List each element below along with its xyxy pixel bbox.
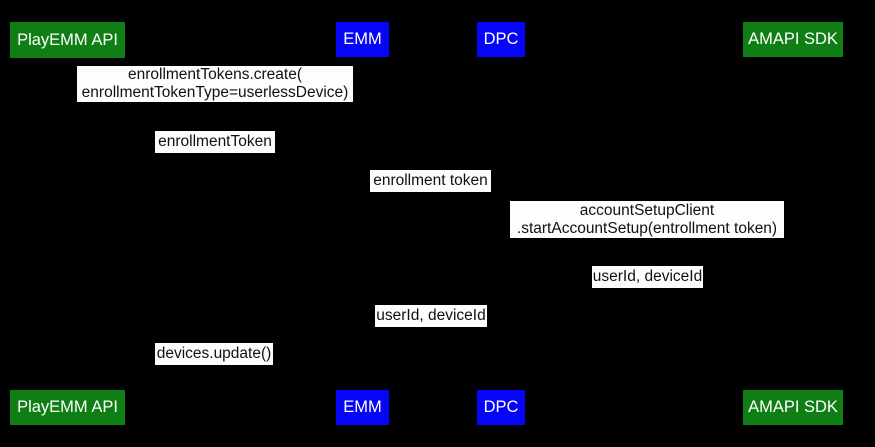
message-enrollment-tokens-create: enrollmentTokens.create( enrollmentToken… <box>77 66 353 102</box>
message-line: enrollmentToken <box>158 133 272 150</box>
message-start-account-setup: accountSetupClient .startAccountSetup(en… <box>510 201 784 238</box>
message-line: enrollmentTokens.create( <box>127 66 303 83</box>
message-enrollment-token-to-dpc: enrollment token <box>370 170 491 192</box>
actor-playemm-api-top: PlayEMM API <box>10 22 125 58</box>
actor-emm-top: EMM <box>336 22 389 57</box>
actor-dpc-bottom: DPC <box>477 390 525 425</box>
message-line: enrollment token <box>373 172 488 189</box>
message-line: accountSetupClient <box>579 201 715 219</box>
actor-emm-bottom: EMM <box>336 390 389 425</box>
message-userid-deviceid-to-emm: userId, deviceId <box>375 305 487 327</box>
message-enrollment-token-response: enrollmentToken <box>155 131 275 153</box>
message-line: enrollmentTokenType=userlessDevice) <box>81 84 349 101</box>
actor-amapi-sdk-bottom: AMAPI SDK <box>743 390 843 425</box>
actor-dpc-top: DPC <box>477 22 525 57</box>
message-line: userId, deviceId <box>376 307 486 324</box>
message-userid-deviceid-from-sdk: userId, deviceId <box>592 266 703 288</box>
actor-playemm-api-bottom: PlayEMM API <box>10 390 125 425</box>
message-line: .startAccountSetup(entrollment token) <box>516 219 778 237</box>
actor-amapi-sdk-top: AMAPI SDK <box>743 22 843 57</box>
message-devices-update: devices.update() <box>155 343 273 365</box>
message-line: devices.update() <box>156 345 272 362</box>
message-line: userId, deviceId <box>592 268 703 285</box>
